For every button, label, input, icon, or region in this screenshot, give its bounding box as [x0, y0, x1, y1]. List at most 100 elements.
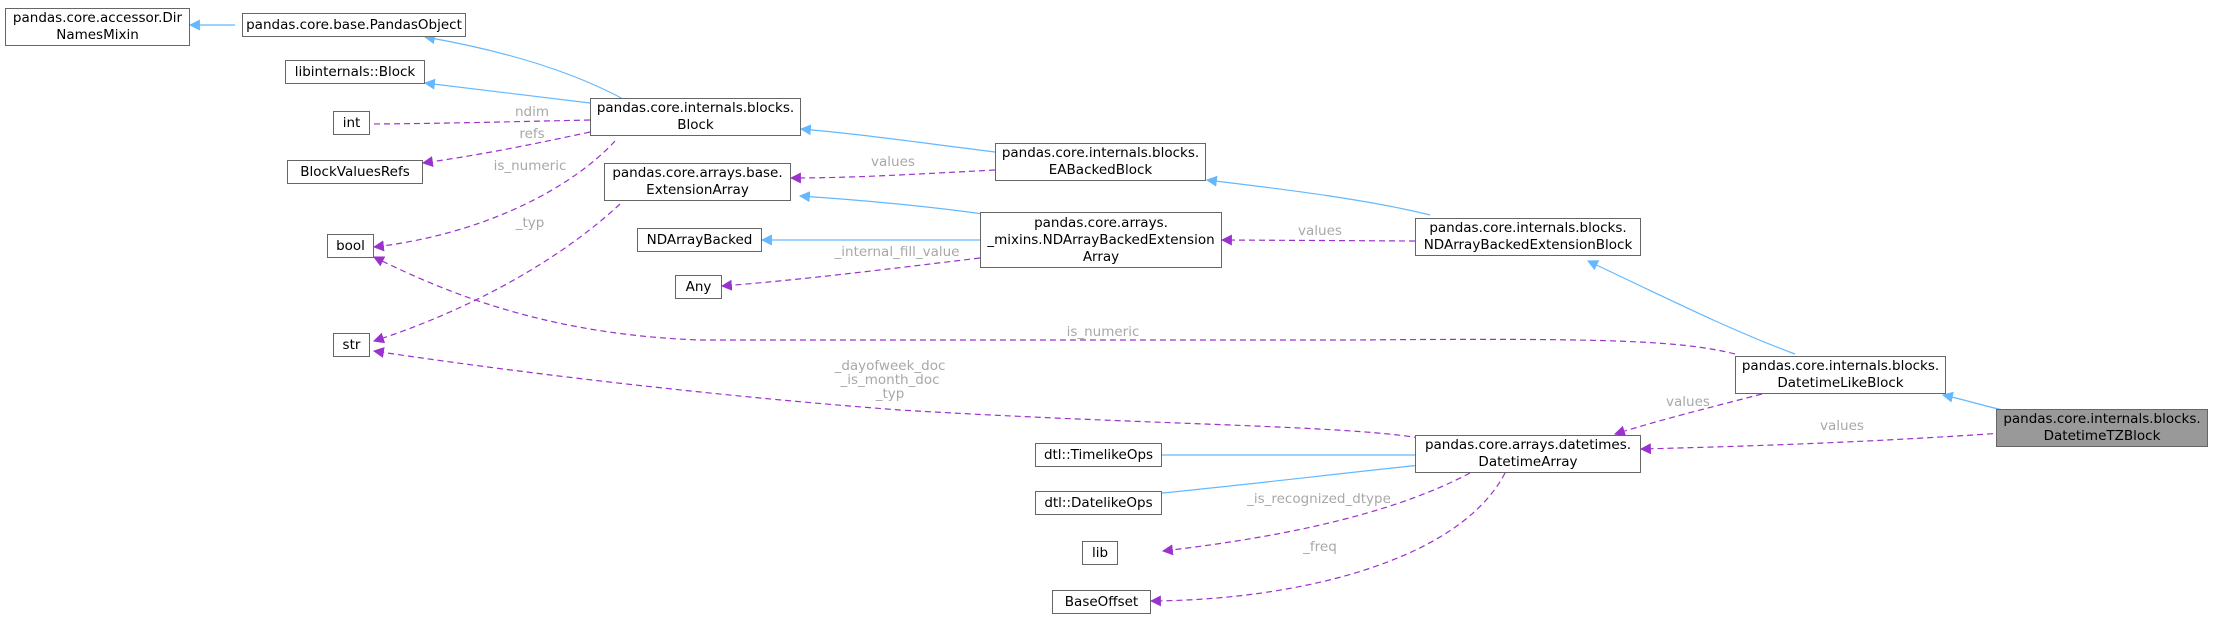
node-pandasobject[interactable]: pandas.core.base.PandasObject [242, 13, 466, 37]
edge-block-pandasobject [423, 33, 626, 101]
label-is-recognized-dtype: _is_recognized_dtype [1246, 491, 1391, 507]
label-ndim: ndim [515, 104, 549, 120]
edge-block-libblock [423, 78, 591, 104]
edge-label-line: is_numeric [1067, 324, 1140, 340]
node-label-line: Array [1082, 248, 1120, 265]
node-libblock[interactable]: libinternals::Block [285, 60, 425, 84]
node-eabackedblock[interactable]: pandas.core.internals.blocks.EABackedBlo… [995, 143, 1206, 181]
edge-datetimelikeblock-datetimearray [1613, 393, 1763, 437]
node-datetimetzblock: pandas.core.internals.blocks.DatetimeTZB… [1996, 409, 2208, 447]
edge-label-line: _freq [1302, 539, 1337, 555]
node-any[interactable]: Any [675, 275, 722, 299]
label-values-dtl: values [1666, 394, 1710, 410]
node-label-line: pandas.core.arrays. [1034, 214, 1168, 231]
label-is-numeric-block: is_numeric [494, 158, 567, 174]
edge-extensionarray-str [372, 203, 621, 344]
node-baseoffset[interactable]: BaseOffset [1052, 590, 1151, 614]
edge-label-line: values [1666, 394, 1710, 410]
label-refs: refs [519, 126, 544, 142]
edge-label-line: _internal_fill_value [834, 244, 960, 260]
edge-eabackedblock-extensionarray [789, 169, 996, 184]
edge-block-int [356, 118, 591, 130]
node-label-line: DatetimeTZBlock [2043, 428, 2161, 444]
node-bool[interactable]: bool [327, 234, 374, 258]
node-datetimearray[interactable]: pandas.core.arrays.datetimes.DatetimeArr… [1415, 435, 1641, 473]
edge-label-line: _typ [875, 386, 905, 402]
edge-datetimelikeblock-ndarraybackedextblock [1587, 260, 1796, 355]
node-label-line: str [342, 336, 361, 353]
node-label-line: pandas.core.internals.blocks. [596, 100, 795, 116]
node-ndarraybackedextblock[interactable]: pandas.core.internals.blocks.NDArrayBack… [1415, 218, 1641, 256]
node-label-line: EABackedBlock [1048, 162, 1153, 178]
node-label-line: libinternals::Block [294, 63, 416, 80]
node-label-line: pandas.core.arrays.datetimes. [1424, 437, 1632, 453]
node-datetimelikeblock[interactable]: pandas.core.internals.blocks.DatetimeLik… [1735, 356, 1946, 394]
edge-label-line: is_numeric [494, 158, 567, 174]
edge-datetimetzblock-datetimearray [1639, 432, 2004, 455]
edge-label-line: values [871, 154, 915, 170]
label-dayofweek-doc: _dayofweek_doc_is_month_doc_typ [834, 358, 946, 402]
edge-label-line: ndim [515, 104, 549, 120]
node-label-line: NDArrayBackedExtensionBlock [1423, 237, 1633, 253]
edge-label-line: _is_recognized_dtype [1246, 491, 1391, 507]
edge-ndarraybackedextblock-ndarraybackedext [1220, 234, 1416, 246]
node-ndarraybacked[interactable]: NDArrayBacked [637, 228, 762, 252]
label-internal-fill-value: _internal_fill_value [834, 244, 960, 260]
node-label-line: NDArrayBacked [646, 231, 753, 248]
node-label-line: int [342, 114, 361, 131]
node-extensionarray[interactable]: pandas.core.arrays.base.ExtensionArray [604, 163, 791, 201]
node-block[interactable]: pandas.core.internals.blocks.Block [590, 98, 801, 136]
edge-ndarraybackedext-any [720, 257, 981, 291]
label-is-numeric-dtl: is_numeric [1067, 324, 1140, 340]
edge-datetimearray-baseoffset [1149, 472, 1506, 607]
node-datelikeops[interactable]: dtl::DatelikeOps [1035, 491, 1162, 515]
node-label-line: lib [1091, 544, 1109, 561]
node-label-line: Block [677, 117, 714, 133]
node-label-line: dtl::DatelikeOps [1044, 494, 1153, 511]
node-label-line: pandas.core.arrays.base. [612, 165, 783, 181]
edge-label-line: values [1820, 418, 1864, 434]
node-label-line: pandas.core.internals.blocks. [1741, 358, 1940, 374]
label-values-tz: values [1820, 418, 1864, 434]
node-label-line: pandas.core.internals.blocks. [2003, 411, 2201, 427]
label-values-ea: values [871, 154, 915, 170]
edge-block-blockvaluesrefs [421, 131, 591, 168]
node-label-line: ExtensionArray [646, 182, 749, 198]
node-ndarraybackedext[interactable]: pandas.core.arrays._mixins.NDArrayBacked… [980, 212, 1222, 268]
node-blockvaluesrefs[interactable]: BlockValuesRefs [287, 160, 423, 184]
node-lib[interactable]: lib [1082, 541, 1118, 565]
node-label-line: Any [685, 278, 712, 295]
label-values-ndext: values [1298, 223, 1342, 239]
edge-datetimetzblock-datetimelikeblock [1941, 391, 2004, 411]
node-label-line: pandas.core.internals.blocks. [1001, 145, 1200, 161]
node-label-line: DatetimeLikeBlock [1777, 375, 1904, 391]
edge-block-bool [372, 140, 616, 252]
edge-label-line: _typ [515, 215, 545, 231]
edge-label-line: _is_month_doc [839, 372, 939, 388]
edge-label-line: values [1298, 223, 1342, 239]
label-freq: _freq [1302, 539, 1337, 555]
label-typ: _typ [515, 215, 545, 231]
node-label-line: pandas.core.accessor.Dir [12, 10, 183, 26]
node-label-line: bool [336, 237, 365, 254]
edge-ndarraybackedext-extensionarray [798, 191, 991, 216]
node-label-line: BaseOffset [1064, 593, 1139, 610]
node-label-line: DatetimeArray [1478, 454, 1578, 470]
node-label-line: pandas.core.internals.blocks. [1429, 220, 1627, 236]
node-str[interactable]: str [333, 333, 370, 357]
node-timelikeops[interactable]: dtl::TimelikeOps [1035, 443, 1162, 467]
node-label-line: dtl::TimelikeOps [1043, 446, 1154, 463]
node-int[interactable]: int [333, 111, 370, 135]
edge-label-line: refs [519, 126, 544, 142]
edge-eabackedblock-block [799, 124, 996, 153]
edge-datetimearray-lib [1161, 472, 1471, 556]
node-label-line: _mixins.NDArrayBackedExtension [987, 231, 1215, 248]
edge-datetimelikeblock-bool [373, 256, 1736, 355]
node-label-line: pandas.core.base.PandasObject [246, 16, 462, 33]
edge-label-line: _dayofweek_doc [834, 358, 946, 374]
edge-datetimearray-str [372, 347, 1421, 439]
edge-ndarraybackedextblock-eabackedblock [1205, 175, 1431, 216]
